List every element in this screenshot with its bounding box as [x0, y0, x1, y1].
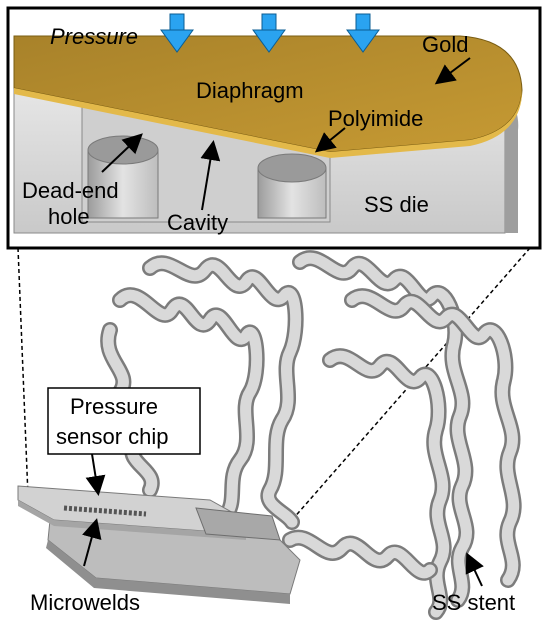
pressure-sensor-chip [17, 485, 301, 604]
zoom-line-left [17, 247, 29, 497]
stent-strut-7 [284, 532, 436, 579]
ss-stent-label: SS stent [432, 590, 515, 615]
dead-end-pointer [101, 133, 143, 173]
dead-end-label-line2: hole [48, 204, 90, 229]
microwelds-label: Microwelds [30, 590, 140, 615]
cavity-pointer [200, 140, 221, 211]
pressure-arrow-3 [346, 13, 380, 53]
stent-strut-5 [346, 290, 520, 586]
inset-panel: Pressure Gold Diaphragm Polyimide Dead-e… [6, 6, 542, 250]
gold-pointer [434, 57, 471, 85]
stent-strut-1 [144, 257, 302, 528]
dead-end-label-line1: Dead-end [22, 178, 119, 203]
microwelds-pointer [82, 518, 102, 567]
sensor-label-line1: Pressure [70, 394, 158, 419]
polyimide-pointer [314, 127, 346, 153]
cavity-label: Cavity [167, 210, 228, 235]
stent-strut-6 [324, 350, 450, 618]
dead-end-hole-right-top [257, 153, 327, 183]
sensor-label-box [47, 387, 201, 455]
stent-strut-2 [114, 289, 263, 521]
polyimide-label: Polyimide [328, 106, 423, 131]
sensor-pointer [85, 453, 106, 496]
pressure-label: Pressure [50, 24, 138, 49]
dead-end-hole-left-top [87, 135, 159, 165]
gold-label: Gold [422, 32, 468, 57]
ss-die-label: SS die [364, 192, 429, 217]
pressure-arrow-1 [160, 13, 194, 53]
diaphragm-label: Diaphragm [196, 78, 304, 103]
stent-pointer [465, 552, 484, 587]
sensor-label-line2: sensor chip [56, 424, 169, 449]
gold-edge [14, 88, 522, 158]
pressure-arrow-2 [252, 13, 286, 53]
microweld-bead [63, 505, 147, 517]
chip-base-edge [46, 540, 290, 604]
stent-strut-4 [294, 252, 472, 606]
chip-connector [195, 507, 281, 541]
chip-top-edge [18, 500, 246, 540]
ss-stent [100, 250, 522, 620]
zoom-line-right [291, 247, 531, 521]
